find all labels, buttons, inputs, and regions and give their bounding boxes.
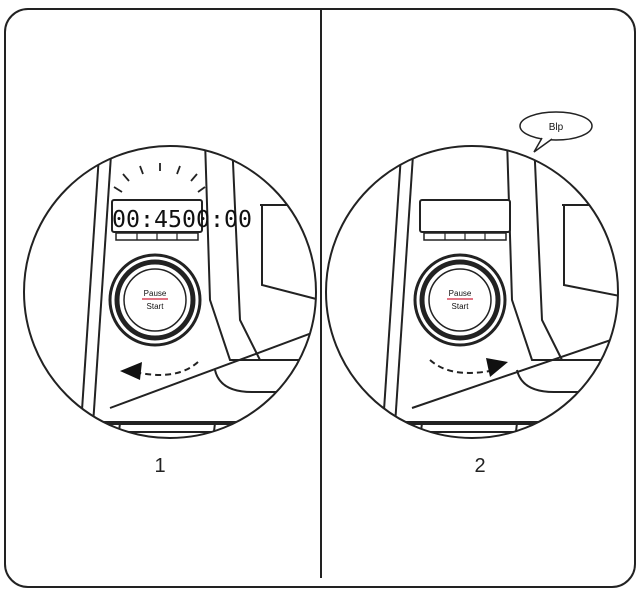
lcd-display-blank: [419, 199, 511, 233]
beep-sound-label: Blp: [549, 122, 564, 133]
step-number-1: 1: [154, 455, 166, 477]
step-number-2: 2: [474, 455, 486, 477]
button-label-pause: Pause: [144, 289, 167, 298]
step-2-illustration: Blp Pause S: [325, 111, 619, 439]
pause-start-button[interactable]: Pause Start: [413, 253, 507, 347]
button-label-start: Start: [147, 302, 165, 311]
beep-speech-bubble: Blp: [519, 111, 593, 153]
button-label-start: Start: [452, 302, 470, 311]
rotate-right-arrow: [429, 358, 508, 377]
rotate-left-arrow: [120, 361, 199, 380]
lcd-time-readout: 00:4500:00: [112, 207, 252, 233]
step-panel-2: Blp Pause S: [320, 0, 640, 580]
button-label-pause: Pause: [449, 289, 472, 298]
lcd-display: [111, 199, 203, 233]
panel-divider: [320, 8, 322, 578]
step-panel-1: 00:4500:00 Pause Start 1: [0, 0, 320, 580]
step-1-illustration: 00:4500:00 Pause Start: [23, 145, 317, 439]
pause-start-button[interactable]: Pause Start: [108, 253, 202, 347]
display-blink-rays: [113, 163, 206, 193]
